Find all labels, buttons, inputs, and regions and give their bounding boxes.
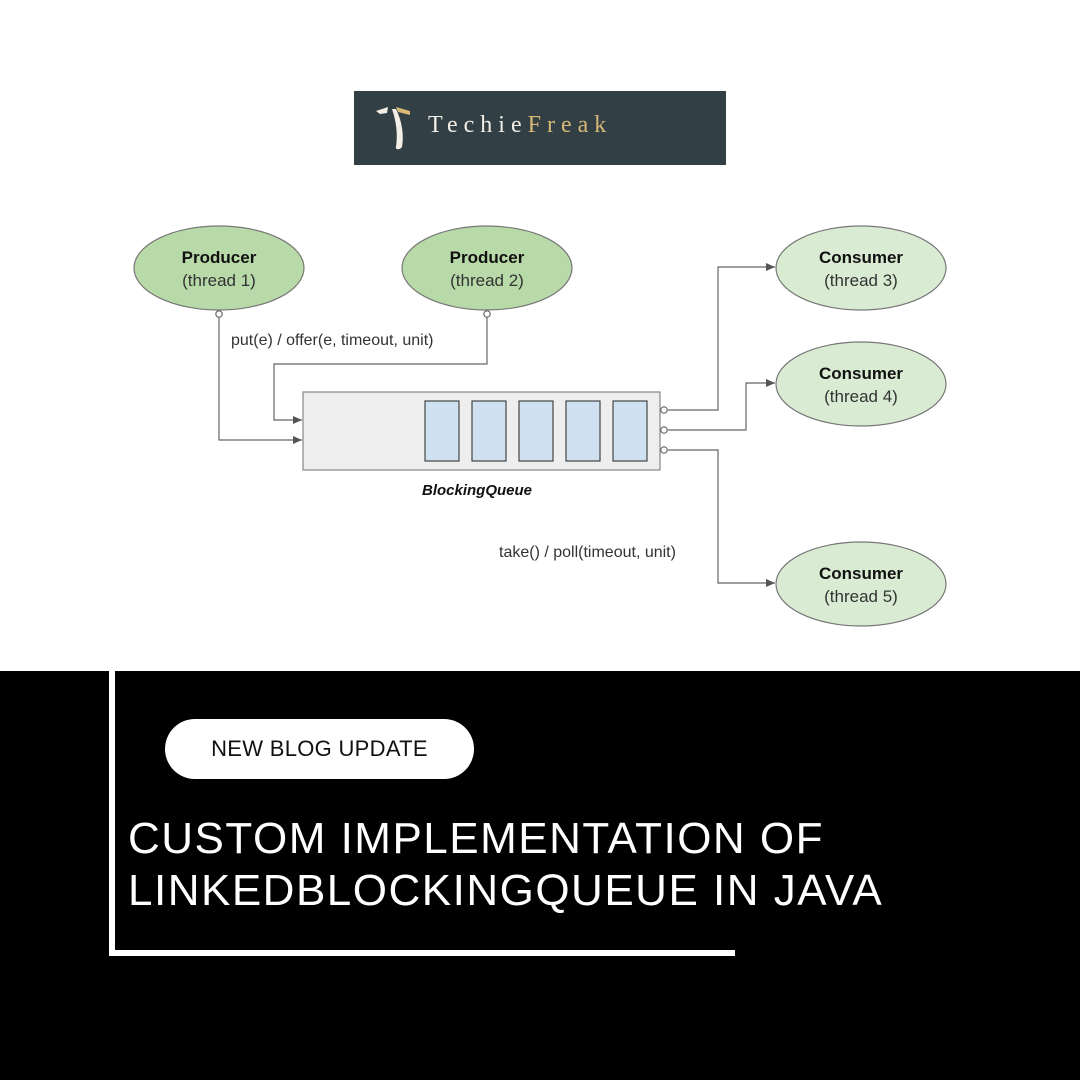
producer-title: Producer — [182, 248, 257, 267]
producer-subtitle: (thread 2) — [450, 271, 524, 290]
connector-start-consumer3 — [660, 406, 668, 414]
logo: TechieFreak — [354, 91, 726, 165]
producer-title: Producer — [450, 248, 525, 267]
queue-slot — [565, 400, 601, 462]
consumer-title: Consumer — [819, 248, 903, 267]
connector-queue-consumer5 — [668, 449, 775, 587]
connector-queue-consumer4 — [668, 379, 775, 431]
tf-monogram-icon — [376, 107, 410, 150]
badge-label: NEW BLOG UPDATE — [211, 736, 428, 761]
queue-label: BlockingQueue — [422, 482, 532, 499]
frame-vertical-line — [109, 671, 115, 956]
connector-producer1-queue — [218, 317, 302, 444]
blocking-queue-diagram: BlockingQueue put(e) / offer(e, timeout,… — [133, 225, 947, 627]
title-line-2: LINKEDBLOCKINGQUEUE IN JAVA — [128, 866, 884, 915]
logo-word-techie: Techie — [428, 112, 528, 138]
new-blog-update-badge: NEW BLOG UPDATE — [165, 719, 474, 779]
queue-slot — [471, 400, 507, 462]
consumer-title: Consumer — [819, 564, 903, 583]
logo-word-freak: Freak — [527, 112, 613, 138]
diagram-area: TechieFreak BlockingQueue put(e) / offer… — [133, 91, 947, 627]
producer-node-2 — [401, 225, 573, 311]
take-label: take() / poll(timeout, unit) — [499, 544, 676, 561]
connector-producer2-queue — [273, 317, 488, 424]
connector-start-producer1 — [215, 310, 223, 318]
connector-queue-consumer3 — [668, 263, 775, 411]
consumer-subtitle: (thread 4) — [824, 387, 898, 406]
queue-slot — [424, 400, 460, 462]
consumer-subtitle: (thread 3) — [824, 271, 898, 290]
consumer-subtitle: (thread 5) — [824, 587, 898, 606]
logo-text: TechieFreak — [428, 112, 612, 139]
connector-start-producer2 — [483, 310, 491, 318]
blog-banner: NEW BLOG UPDATE CUSTOM IMPLEMENTATION OF… — [0, 671, 1080, 1080]
queue-slot — [612, 400, 648, 462]
consumer-node-5 — [775, 541, 947, 627]
producer-subtitle: (thread 1) — [182, 271, 256, 290]
put-label: put(e) / offer(e, timeout, unit) — [231, 332, 433, 349]
queue-slot — [518, 400, 554, 462]
page-title: CUSTOM IMPLEMENTATION OF LINKEDBLOCKINGQ… — [128, 813, 1058, 917]
title-line-1: CUSTOM IMPLEMENTATION OF — [128, 814, 825, 863]
consumer-node-4 — [775, 341, 947, 427]
consumer-node-3 — [775, 225, 947, 311]
frame-horizontal-line — [109, 950, 735, 956]
connector-start-consumer5 — [660, 446, 668, 454]
producer-node-1 — [133, 225, 305, 311]
consumer-title: Consumer — [819, 364, 903, 383]
connector-start-consumer4 — [660, 426, 668, 434]
